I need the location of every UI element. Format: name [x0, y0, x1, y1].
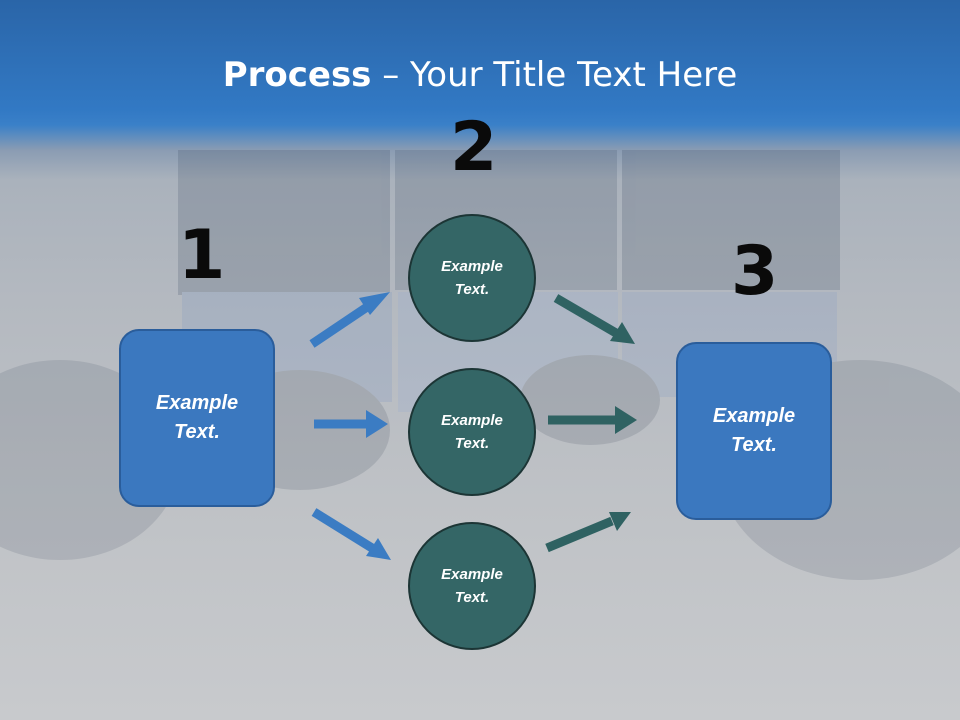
slide-title: Process – Your Title Text Here [0, 50, 960, 100]
step-3-label: Example Text. [712, 405, 796, 456]
step-3-number: 3 [731, 232, 779, 311]
step-1-number: 1 [178, 216, 226, 295]
step-2-circle-top[interactable]: Example Text. [408, 214, 536, 342]
circle-bottom-label: Example Text. [441, 566, 503, 606]
arrow-to-circle-bottom [311, 508, 391, 560]
step-2-number: 2 [450, 108, 498, 187]
title-strong: Process [222, 55, 372, 95]
circle-top-label: Example Text. [441, 258, 503, 298]
arrow-to-circle-middle [314, 410, 388, 438]
arrow-to-circle-top [309, 292, 390, 348]
step-2-circle-middle[interactable]: Example Text. [408, 368, 536, 496]
step-3-box[interactable]: Example Text. [676, 342, 832, 520]
arrow-from-circle-top [553, 294, 635, 344]
step-2-circle-bottom[interactable]: Example Text. [408, 522, 536, 650]
arrow-from-circle-middle [548, 406, 637, 434]
step-1-box[interactable]: Example Text. [119, 329, 275, 507]
arrow-from-circle-bottom [545, 512, 631, 553]
title-rest: – Your Title Text Here [371, 55, 738, 95]
circle-middle-label: Example Text. [441, 412, 503, 452]
step-1-label: Example Text. [155, 392, 239, 443]
